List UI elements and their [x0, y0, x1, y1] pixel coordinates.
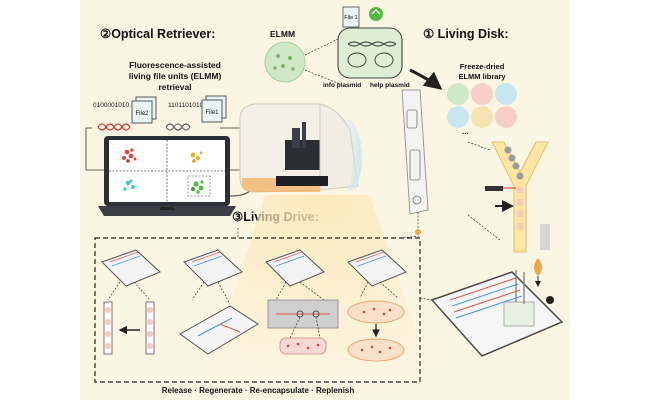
footer-caption: Release · Regenerate · Re-encapsulate · … — [162, 386, 355, 395]
recycle-icon — [369, 7, 383, 21]
help-plasmid-label: help plasmid — [370, 82, 410, 89]
drive-chip-3 — [265, 249, 325, 287]
connector-line — [419, 297, 433, 301]
schematic-svg: ②Optical Retriever: ① Living Disk: ③Livi… — [85, 6, 564, 400]
file-icon: File1 — [201, 95, 227, 123]
disk-icon — [401, 89, 429, 215]
optical-line-2: living file units (ELMM) — [129, 71, 222, 81]
droplet-icon — [534, 258, 542, 287]
chip-icon — [430, 270, 564, 357]
dna-icon — [97, 123, 131, 131]
connector-line — [467, 214, 501, 241]
file2-label: File2 — [135, 111, 149, 117]
optical-line-3: retrieval — [158, 82, 191, 92]
fluorescence-red — [122, 148, 137, 163]
fluorescence-green — [187, 175, 211, 197]
arrow-icon — [409, 68, 443, 90]
connector-line — [467, 141, 491, 151]
disk-ellipsis: ... — [462, 127, 469, 136]
elmm-library — [447, 83, 517, 128]
bits-right: 1101101010... — [168, 102, 209, 109]
regenerate-step — [179, 305, 259, 355]
bits-left: 0100001010... — [93, 102, 135, 109]
drive-connectors — [107, 281, 399, 305]
disk-line-1: Freeze-dried — [460, 62, 505, 71]
cell-icon — [471, 83, 493, 105]
connector-line — [304, 69, 341, 85]
figure-panel: ②Optical Retriever: ① Living Disk: ③Livi… — [80, 0, 570, 400]
heading-optical-retriever: ②Optical Retriever: — [100, 27, 215, 41]
file1-top-label: File 1 — [344, 15, 357, 21]
elmm-label: ELMM — [270, 29, 295, 39]
laser-icon — [485, 186, 516, 191]
cell-icon — [495, 106, 517, 128]
droplet-icon — [415, 229, 421, 235]
optical-line-1: Fluorescence-assisted — [129, 60, 221, 70]
drive-chip-2 — [183, 249, 243, 287]
plasmid-box — [337, 27, 403, 79]
drive-chip-1 — [101, 249, 161, 287]
cell-icon — [264, 41, 306, 83]
release-step — [103, 301, 155, 355]
file1-label: File1 — [205, 110, 219, 116]
optical-description: Fluorescence-assisted living file units … — [129, 60, 222, 92]
file-icon: File2 — [131, 96, 157, 124]
cell-icon — [471, 106, 493, 128]
heading-living-disk: ① Living Disk: — [423, 27, 509, 41]
info-plasmid-label: info plasmid — [323, 82, 361, 89]
fluorescence-yellow — [190, 151, 203, 163]
drive-chip-4 — [347, 249, 407, 287]
cell-icon — [447, 106, 469, 128]
cell-icon — [447, 83, 469, 105]
living-drive-panel — [94, 237, 421, 383]
re-encapsulate-step — [267, 299, 339, 355]
disk-line-2: ELMM library — [458, 72, 506, 81]
fluorescence-cyan — [123, 179, 135, 191]
dna-icon — [165, 123, 191, 131]
laptop-icon — [98, 136, 236, 216]
connector-line — [304, 37, 341, 56]
microscope-icon — [239, 103, 363, 193]
file-icon: File 1 — [342, 6, 360, 28]
replenish-step — [347, 300, 405, 362]
microfluidic-y-chip — [491, 141, 550, 253]
cell-icon — [495, 83, 517, 105]
light-beam — [200, 195, 440, 400]
connector-line — [85, 127, 110, 171]
